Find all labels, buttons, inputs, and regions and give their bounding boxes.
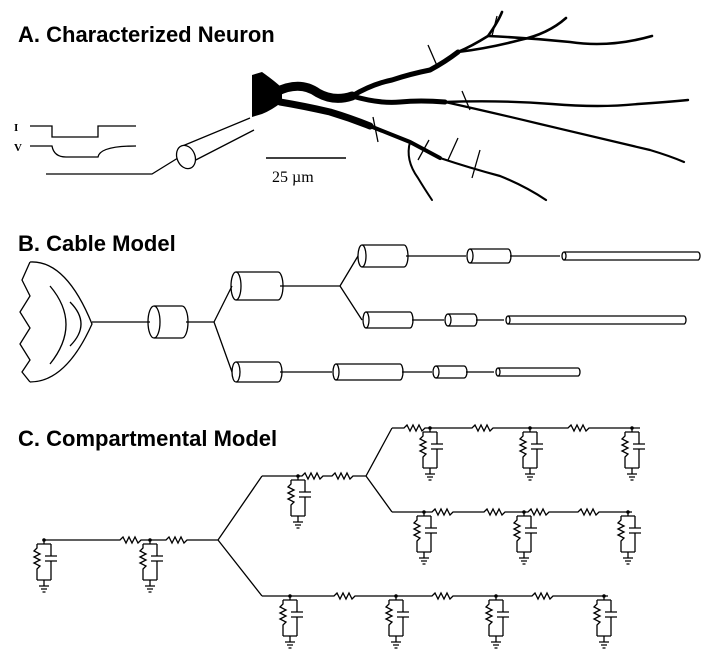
voltage-trace-label: V [14, 142, 22, 154]
voltage-response-trace [30, 145, 137, 158]
neuron-soma [252, 72, 282, 117]
panel-c-title: C. Compartmental Model [18, 426, 277, 451]
current-voltage-traces: I V [14, 122, 137, 158]
cable-tree [92, 244, 701, 383]
cable-branch-2 [362, 311, 687, 329]
current-trace-label: I [14, 122, 18, 134]
recording-electrode [46, 117, 255, 175]
compartmental-circuit [33, 423, 646, 649]
panel-a-title: A. Characterized Neuron [18, 22, 275, 47]
current-step-trace [30, 125, 136, 138]
cable-primary-upper [230, 271, 284, 301]
rc-compartment-soma [33, 539, 164, 593]
cable-soma-segment [147, 305, 189, 339]
neuron-morphology [252, 10, 690, 202]
rc-compartment-branch-1 [419, 427, 646, 481]
cable-branch-1 [357, 244, 701, 268]
cable-branch-3 [332, 363, 581, 381]
soma-sphere [19, 261, 93, 383]
rc-compartment-branch-2 [413, 511, 642, 565]
rc-compartment-upper [287, 475, 312, 529]
scale-bar-label: 25 µm [272, 169, 314, 186]
rc-compartment-lower [279, 595, 618, 649]
cable-primary-lower [231, 361, 283, 383]
panel-c: C. Compartmental Model [18, 423, 646, 649]
panel-b: B. Cable Model [18, 231, 701, 383]
scale-bar: 25 µm [266, 157, 346, 186]
panel-b-title: B. Cable Model [18, 231, 176, 256]
panel-a: A. Characterized Neuron I V [14, 10, 690, 202]
